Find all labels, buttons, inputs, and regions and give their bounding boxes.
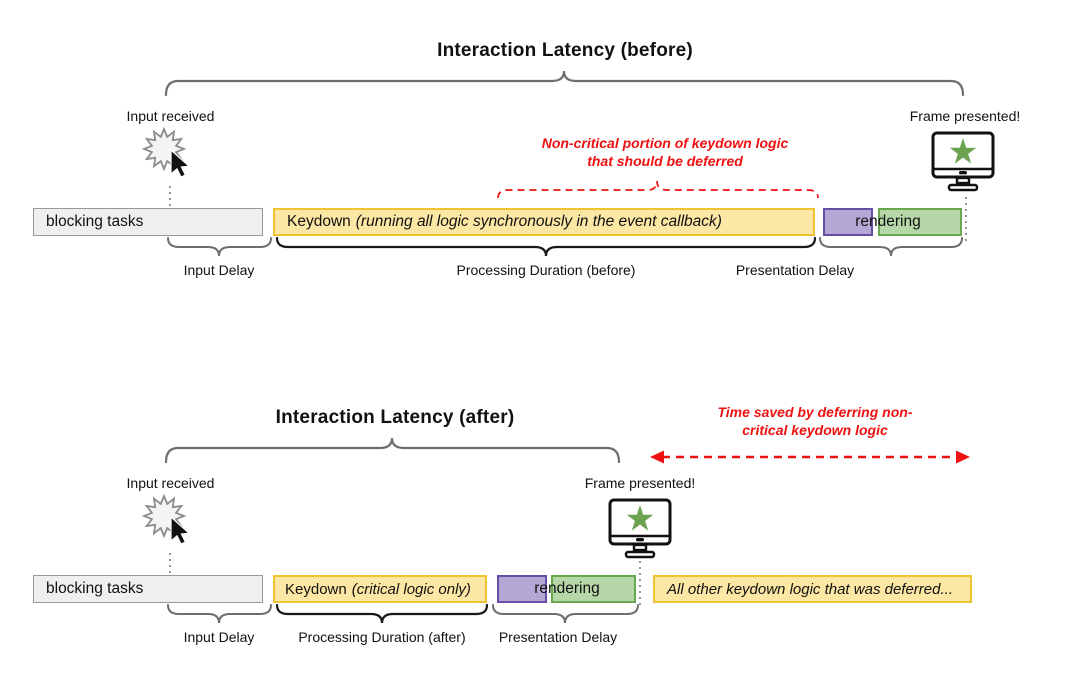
input-delay-brace-after — [167, 604, 272, 624]
processing-duration-brace-after — [275, 603, 489, 624]
rendering-bar-after — [551, 575, 636, 603]
click-burst-icon — [142, 127, 191, 178]
rendering-label-before: rendering — [855, 213, 921, 230]
presentation-delay-label-before: Presentation Delay — [735, 262, 855, 278]
star-icon — [949, 138, 977, 164]
cursor-icon — [170, 148, 191, 178]
keydown-detail-text: (running all logic synchronously in the … — [355, 213, 722, 230]
presentation-delay-label-after: Presentation Delay — [498, 629, 618, 645]
time-saved-arrowhead-right — [956, 450, 970, 464]
after-title: Interaction Latency (after) — [275, 407, 515, 428]
keydown-bar-before: Keydown (running all logic synchronously… — [273, 208, 815, 236]
processing-duration-brace-before — [275, 236, 817, 257]
input-delay-brace-before — [167, 237, 272, 257]
monitor-star-icon — [931, 131, 995, 192]
blocking-tasks-bar-before: blocking tasks — [33, 208, 263, 236]
click-burst-icon — [142, 494, 191, 545]
presentation-delay-brace-after — [492, 604, 639, 624]
keydown-main-text: Keydown — [287, 213, 351, 230]
purple-task-bar-after — [497, 575, 547, 603]
rendering-bar-before — [878, 208, 962, 236]
blocking-tasks-bar-after: blocking tasks — [33, 575, 263, 603]
after-input-received-label: Input received — [126, 475, 215, 491]
presentation-delay-brace-before — [819, 237, 963, 257]
blocking-tasks-text: blocking tasks — [46, 213, 144, 230]
keydown-detail-text: (critical logic only) — [351, 580, 471, 598]
monitor-star-icon — [608, 498, 672, 559]
before-frame-presented-label: Frame presented! — [909, 108, 1021, 124]
rendering-label-after: rendering — [534, 580, 600, 597]
red-dashed-brace — [497, 180, 819, 199]
top-brace-before — [164, 70, 965, 97]
time-saved-annotation: Time saved by deferring non-critical key… — [717, 404, 913, 438]
processing-duration-label-after: Processing Duration (after) — [298, 629, 466, 645]
deferred-keydown-bar: All other keydown logic that was deferre… — [653, 575, 972, 603]
purple-task-bar-before — [823, 208, 873, 236]
keydown-main-text: Keydown — [285, 580, 347, 598]
star-icon — [626, 505, 654, 531]
deferred-keydown-text: All other keydown logic that was deferre… — [667, 580, 953, 598]
processing-duration-label-before: Processing Duration (before) — [456, 262, 636, 278]
before-deferred-annotation: Non-critical portion of keydown logic th… — [541, 135, 789, 169]
input-delay-label-after: Input Delay — [183, 629, 255, 645]
blocking-tasks-text: blocking tasks — [46, 580, 144, 597]
time-saved-arrowhead-left — [650, 450, 664, 464]
top-brace-after — [164, 437, 621, 464]
before-input-received-label: Input received — [126, 108, 215, 124]
keydown-bar-after: Keydown (critical logic only) — [273, 575, 487, 603]
input-delay-label-before: Input Delay — [183, 262, 255, 278]
after-frame-presented-label: Frame presented! — [584, 475, 696, 491]
cursor-icon — [170, 515, 191, 545]
before-title: Interaction Latency (before) — [437, 40, 693, 61]
